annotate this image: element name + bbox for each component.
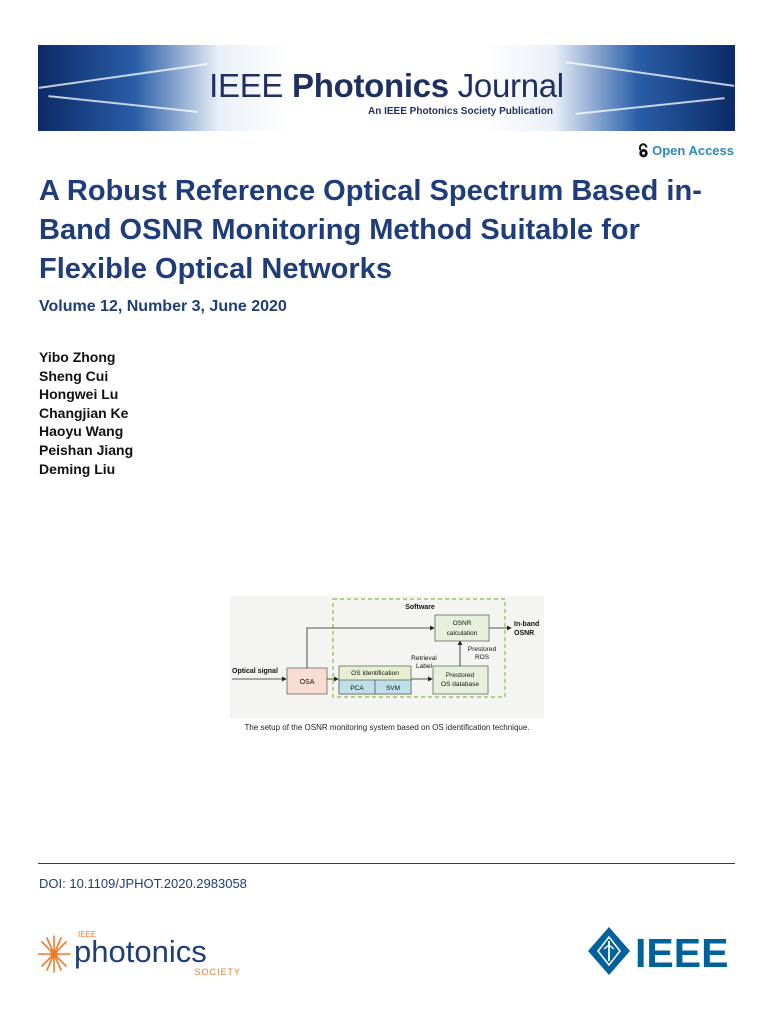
starburst-icon bbox=[37, 935, 71, 973]
software-label: Software bbox=[405, 604, 435, 611]
journal-subtitle: An IEEE Photonics Society Publication bbox=[368, 106, 554, 117]
author-name: Peishan Jiang bbox=[39, 441, 134, 458]
figure-caption: The setup of the OSNR monitoring system … bbox=[244, 723, 530, 732]
osa-to-osnr-arrow bbox=[306, 625, 435, 668]
prestored-ros-line1: Prestored bbox=[468, 646, 497, 653]
open-access-label: Open Access bbox=[652, 143, 734, 158]
photonics-society-logo: IEEE photonics SOCIETY bbox=[37, 926, 248, 980]
prestored-ros-line2: ROS bbox=[475, 654, 490, 661]
prestored-db-line1: Prestored bbox=[446, 672, 475, 679]
ieee-diamond-icon bbox=[588, 927, 630, 975]
svm-box bbox=[374, 679, 412, 695]
paper-title: A Robust Reference Optical Spectrum Base… bbox=[39, 175, 702, 285]
pca-label: PCA bbox=[350, 685, 364, 692]
author-name: Deming Liu bbox=[39, 460, 116, 477]
output-line2: OSNR bbox=[514, 630, 534, 637]
author-name: Changjian Ke bbox=[39, 404, 129, 421]
volume-info: Volume 12, Number 3, June 2020 bbox=[39, 298, 287, 315]
svm-label: SVM bbox=[386, 685, 400, 692]
author-list: Yibo Zhong Sheng Cui Hongwei Lu Changjia… bbox=[39, 348, 133, 478]
author-name: Yibo Zhong bbox=[39, 349, 116, 365]
open-lock-icon bbox=[639, 143, 648, 158]
osnr-calc-line2: calculation bbox=[447, 630, 478, 637]
open-access-link[interactable]: Open Access bbox=[637, 143, 734, 158]
journal-title-main: Photonics bbox=[292, 67, 449, 104]
retrieval-label-line1: Retrieval bbox=[411, 655, 437, 662]
journal-banner: IEEE Photonics Journal An IEEE Photonics… bbox=[38, 45, 735, 131]
prestored-db-box bbox=[432, 665, 489, 695]
osnr-calc-line1: OSNR bbox=[453, 620, 472, 627]
os-identification-label: OS Identification bbox=[351, 670, 399, 677]
doi-link[interactable]: DOI: 10.1109/JPHOT.2020.2983058 bbox=[39, 876, 247, 891]
output-line1: In-band bbox=[514, 621, 539, 628]
ieee-logo-text: IEEE bbox=[635, 930, 728, 976]
author-name: Sheng Cui bbox=[39, 367, 109, 384]
journal-title: IEEE Photonics Journal bbox=[38, 67, 735, 105]
prestored-db-line2: OS database bbox=[441, 681, 479, 688]
journal-title-prefix: IEEE bbox=[209, 67, 293, 104]
photonics-logo-sub: SOCIETY bbox=[194, 967, 241, 977]
optical-signal-label: Optical signal bbox=[232, 668, 278, 675]
osa-box bbox=[286, 667, 328, 695]
photonics-logo-small: IEEE bbox=[78, 930, 96, 939]
osa-label: OSA bbox=[300, 679, 315, 686]
ieee-logo: IEEE bbox=[587, 925, 737, 977]
footer-divider bbox=[38, 863, 735, 864]
osnr-calculation-box bbox=[434, 614, 490, 642]
osnr-system-diagram: Software Optical signal OSA OS Identific… bbox=[230, 596, 544, 718]
author-name: Hongwei Lu bbox=[39, 386, 119, 403]
software-region bbox=[332, 598, 506, 698]
retrieval-label-line2: Label bbox=[416, 663, 432, 670]
journal-title-suffix: Journal bbox=[448, 67, 564, 104]
photonics-logo-main: photonics bbox=[74, 934, 207, 969]
author-name: Haoyu Wang bbox=[39, 423, 124, 440]
